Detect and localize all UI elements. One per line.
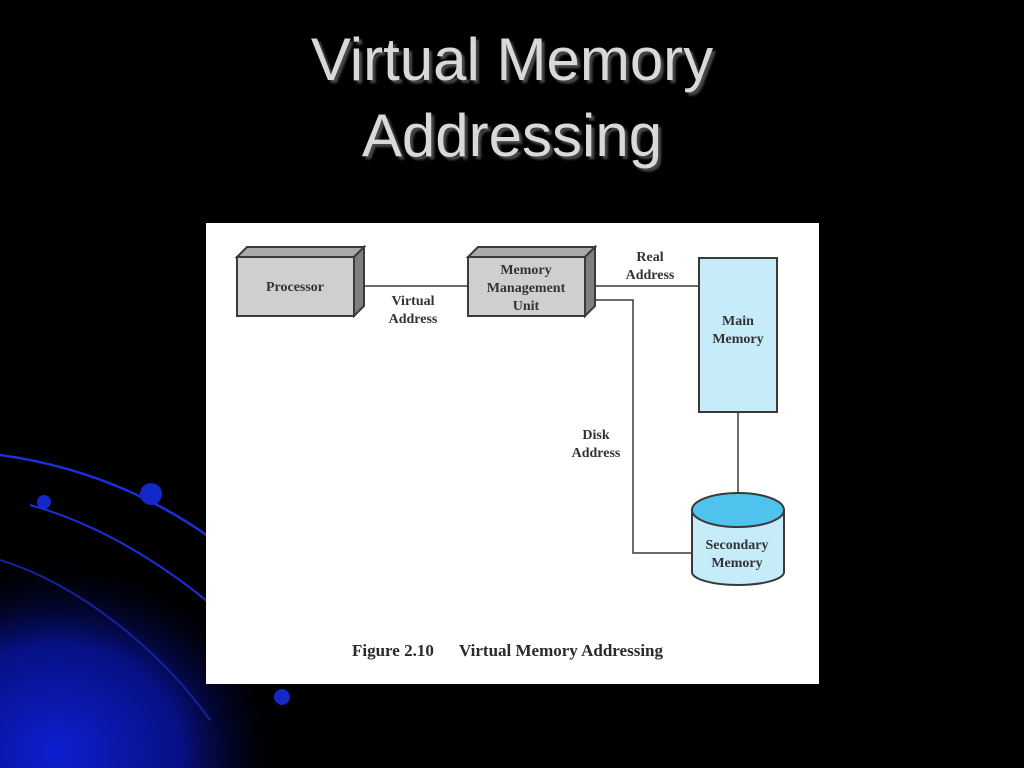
processor-box-top xyxy=(234,246,367,258)
swoosh-dot-2 xyxy=(37,495,51,509)
swoosh-shape xyxy=(0,440,380,768)
processor-label: Processor xyxy=(266,280,324,295)
slide-title: Virtual Memory Addressing xyxy=(0,22,1024,174)
slide-title-line-1: Virtual Memory xyxy=(310,26,714,93)
main-memory-label-line-2: Memory xyxy=(712,332,763,347)
figure-caption-number: Figure 2.10 xyxy=(352,641,434,660)
secondary-memory-cylinder: Secondary Memory xyxy=(691,492,785,586)
mmu-box-side xyxy=(584,244,596,319)
swoosh-dot-1 xyxy=(140,483,162,505)
swoosh-arc-3 xyxy=(0,559,211,721)
disk-address-label-line-2: Address xyxy=(572,446,621,461)
processor-box: Processor xyxy=(234,244,367,319)
main-memory-box: Main Memory xyxy=(698,257,778,413)
figure-caption-title: Virtual Memory Addressing xyxy=(459,641,663,660)
virtual-address-label-line-1: Virtual xyxy=(391,294,434,309)
secondary-memory-top xyxy=(691,492,785,528)
secondary-memory-body xyxy=(691,509,785,586)
mmu-box-front xyxy=(467,256,586,317)
processor-box-front xyxy=(236,256,355,317)
real-address-label-line-2: Address xyxy=(626,268,675,283)
mmu-box-top xyxy=(465,246,598,258)
diagram: Processor Memory Management Unit Main Me… xyxy=(234,244,785,660)
mmu-label-line-2: Management xyxy=(487,281,566,296)
processor-box-side xyxy=(353,244,365,319)
mmu-box: Memory Management Unit xyxy=(465,244,598,319)
virtual-address-label-line-2: Address xyxy=(389,312,438,327)
edge-mmu-to-secondary-memory xyxy=(595,299,692,554)
swoosh-dot-3 xyxy=(274,689,290,705)
mmu-label-line-3: Unit xyxy=(513,299,540,314)
real-address-label-line-1: Real xyxy=(636,250,663,265)
secondary-memory-label-line-2: Memory xyxy=(711,556,762,571)
slide-title-line-2: Addressing xyxy=(361,102,663,169)
main-memory-label-line-1: Main xyxy=(722,314,754,329)
figure-panel: Processor Memory Management Unit Main Me… xyxy=(206,223,819,684)
main-memory-box-rect xyxy=(698,257,778,413)
mmu-label-line-1: Memory xyxy=(500,263,551,278)
disk-address-label-line-1: Disk xyxy=(582,428,609,443)
secondary-memory-label-line-1: Secondary xyxy=(706,538,769,553)
